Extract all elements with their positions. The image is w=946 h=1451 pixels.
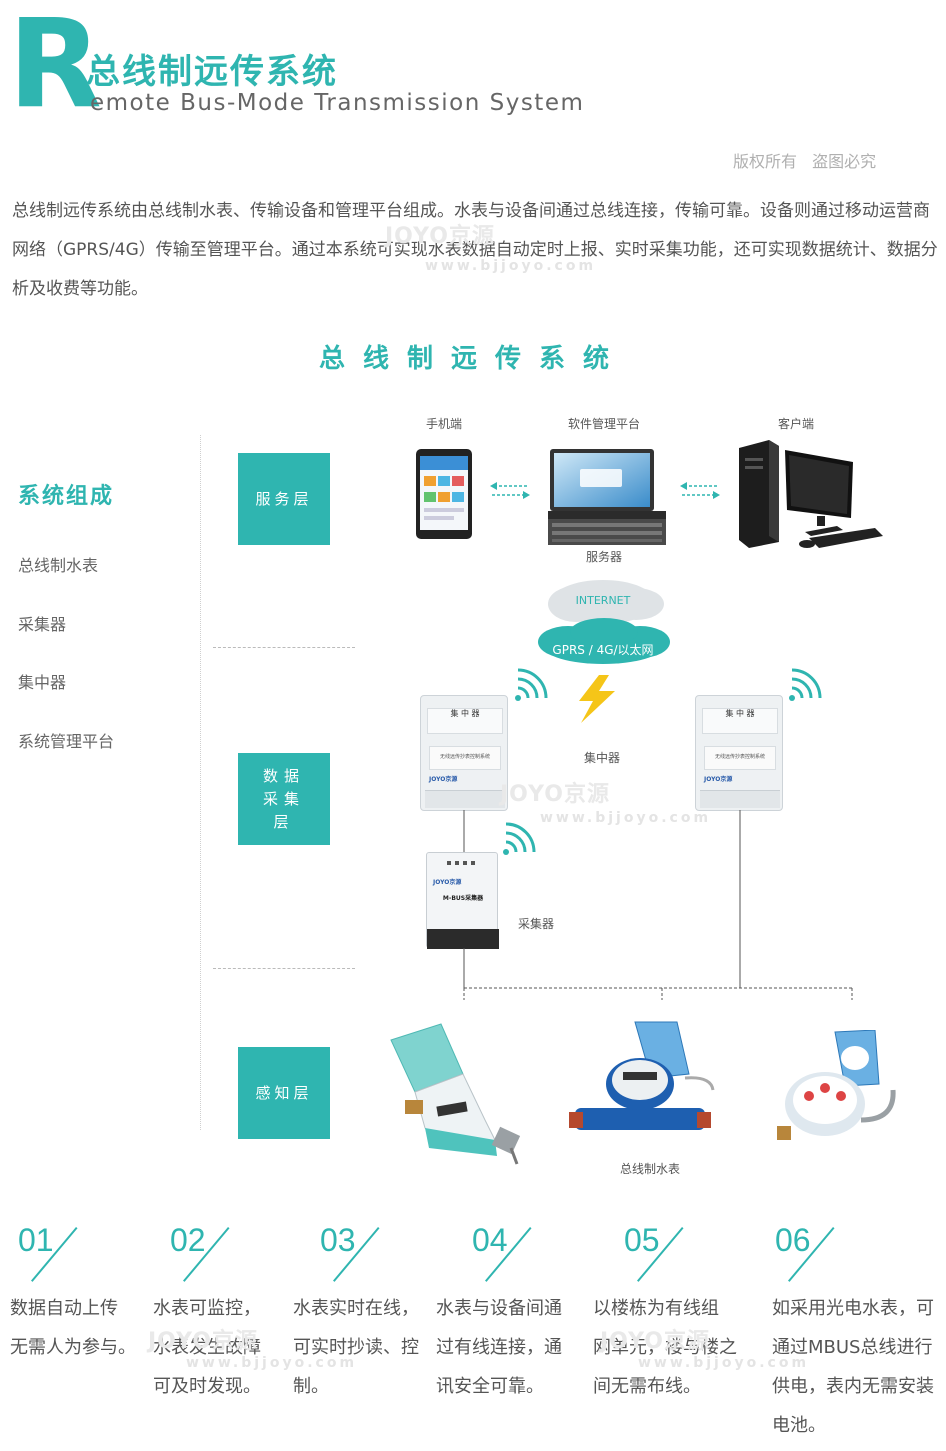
water-meter-teal-icon <box>390 1023 521 1165</box>
feature-number: 04 <box>472 1222 508 1258</box>
feature-number: 05 <box>624 1222 660 1258</box>
layer-divider <box>213 968 355 969</box>
feature-number: 02 <box>170 1222 206 1258</box>
software-label: 软件管理平台 <box>568 417 641 431</box>
concentrator-device: 集 中 器 无线远传抄表控制系统 JOYO京源 <box>420 695 508 811</box>
internet-label: INTERNET <box>575 594 631 607</box>
watermark-url: www.bjjoyo.com <box>638 1355 810 1371</box>
composition-item: 总线制水表 <box>18 556 99 575</box>
composition-item: 集中器 <box>18 673 67 692</box>
bus-wiring <box>463 810 853 1000</box>
composition-item: 采集器 <box>18 615 67 634</box>
composition-item: 系统管理平台 <box>18 732 115 751</box>
feature-text-05: 以楼栋为有线组网单元，楼与楼之间无需布线。 <box>593 1298 737 1397</box>
watermark-brand: JOYO京源 <box>600 1329 710 1354</box>
concentrator-device: 集 中 器 无线远传抄表控制系统 JOYO京源 <box>695 695 783 811</box>
client-label: 客户端 <box>778 417 815 431</box>
network-label: GPRS / 4G/以太网 <box>552 643 654 657</box>
water-meter-photoelectric-icon <box>777 1030 896 1140</box>
bidirectional-arrow-icon <box>490 482 530 499</box>
layer-data-collection: 数据采集层 <box>238 753 330 845</box>
feature-06: 06 <box>775 1222 835 1282</box>
intro-paragraph: 总线制远传系统由总线制水表、传输设备和管理平台组成。水表与设备间通过总线连接，传… <box>12 201 938 299</box>
copyright-notice: 版权所有 盗图必究 <box>733 152 877 171</box>
watermark-url: www.bjjoyo.com <box>186 1355 358 1371</box>
feature-number: 06 <box>775 1222 811 1258</box>
feature-04: 04 <box>472 1222 532 1282</box>
layer-divider <box>213 647 355 648</box>
page-title: 总线制远传系统 <box>86 52 338 92</box>
server-label: 服务器 <box>586 550 623 564</box>
diagram-divider-vertical <box>200 435 201 1130</box>
mobile-label: 手机端 <box>426 417 463 431</box>
layer-service: 服务层 <box>238 453 330 545</box>
phone-icon <box>416 449 472 539</box>
desktop-computer-icon <box>739 440 883 548</box>
wireless-signal-icon <box>503 822 536 855</box>
feature-01: 01 <box>18 1222 78 1282</box>
internet-cloud-icon <box>538 580 670 664</box>
watermark-url: www.bjjoyo.com <box>425 258 597 274</box>
feature-text-04: 水表与设备间通过有线连接，通讯安全可靠。 <box>436 1298 562 1397</box>
bidirectional-arrow-icon <box>680 482 720 499</box>
collector-device: JOYO京源 M-BUS采集器 <box>426 852 499 949</box>
wireless-signal-icon <box>515 668 548 701</box>
water-meter-blue-icon <box>569 1021 715 1130</box>
feature-number: 01 <box>18 1222 54 1258</box>
watermark-brand: JOYO京源 <box>385 224 495 249</box>
lightning-icon <box>579 675 615 723</box>
server-icon <box>548 449 666 545</box>
feature-02: 02 <box>170 1222 230 1282</box>
page-subtitle: emote Bus-Mode Transmission System <box>90 90 585 116</box>
feature-05: 05 <box>624 1222 684 1282</box>
concentrator-label: 集中器 <box>584 751 621 765</box>
collector-label: 采集器 <box>518 917 555 931</box>
header-letter-logo: R <box>8 0 102 135</box>
composition-title: 系统组成 <box>18 484 115 509</box>
feature-text-02: 水表可监控，水表发生故障可及时发现。 <box>153 1298 261 1397</box>
feature-number: 03 <box>320 1222 356 1258</box>
watermark-brand: JOYO京源 <box>148 1329 258 1354</box>
meters-label: 总线制水表 <box>620 1162 681 1176</box>
feature-text-03: 水表实时在线，可实时抄读、控制。 <box>293 1298 419 1397</box>
feature-03: 03 <box>320 1222 380 1282</box>
watermark-brand: JOYO京源 <box>500 782 610 807</box>
wireless-signal-icon <box>789 668 822 701</box>
feature-text-06: 如采用光电水表，可通过MBUS总线进行供电，表内无需安装电池。 <box>772 1298 934 1436</box>
diagram-title: 总线制远传系统 <box>318 344 627 374</box>
layer-sense: 感知层 <box>238 1047 330 1139</box>
watermark-url: www.bjjoyo.com <box>540 810 712 826</box>
feature-text-01: 数据自动上传无需人为参与。 <box>10 1298 136 1358</box>
